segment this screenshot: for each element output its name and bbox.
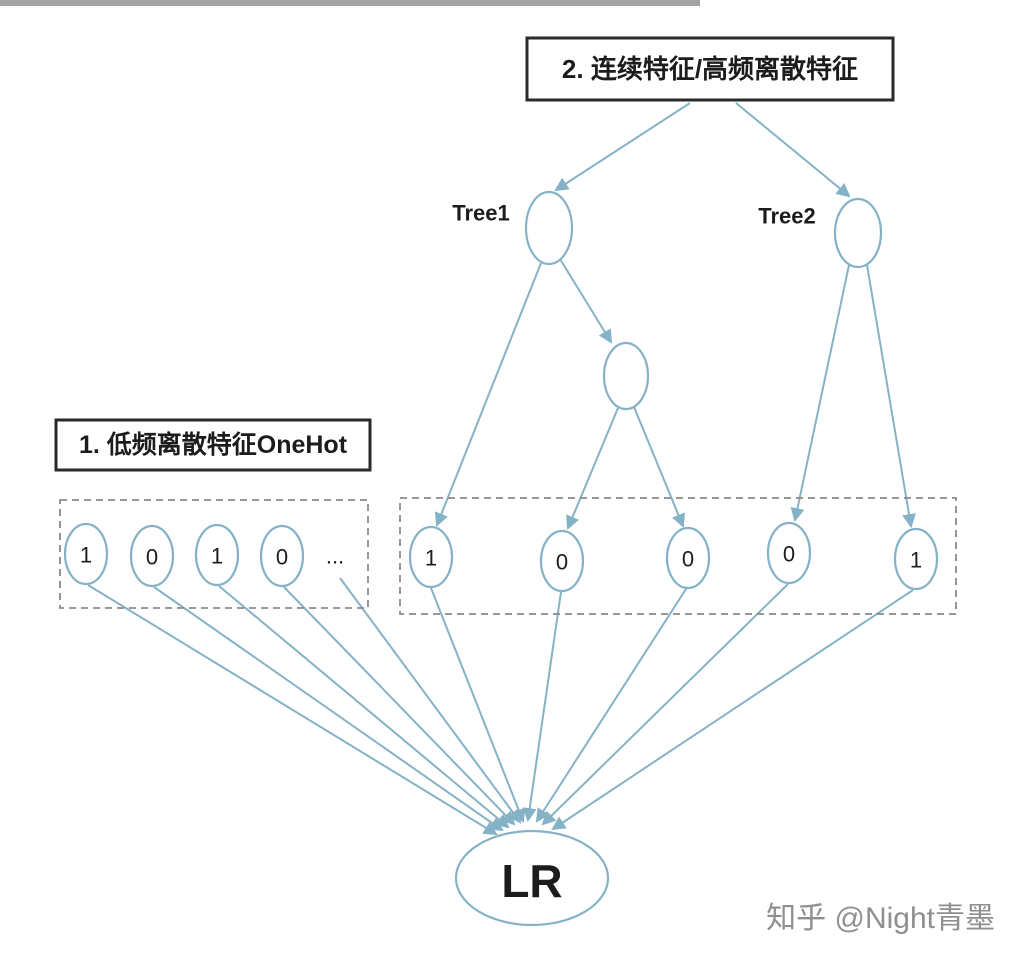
onehot-4-value: 0 [276,545,288,570]
tree-leaf-4-circle [766,521,812,585]
onehot-box: 1 0 1 0 ... [59,499,369,609]
feature-box-2-frame [525,36,895,102]
tree1-internal-node [602,341,650,411]
onehot-frame [59,499,369,609]
watermark: 知乎 @Night青墨 [766,902,995,935]
edge-box2-to-tree2 [735,102,851,198]
onehot-4-circle [259,524,305,588]
feature-box-2: 2. 连续特征/高频离散特征 [525,36,895,102]
tree-leaf-node: 0 [665,526,711,590]
lr-circle [454,829,610,927]
onehot-node: 0 [259,524,305,588]
lr-label: LR [501,855,562,907]
tree1-root-node [524,190,574,266]
tree1-label: Tree1 [452,201,510,226]
edge-onehot4-to-lr [283,586,516,826]
tree-leaf-3-circle [665,526,711,590]
lr-node: LR [454,829,610,927]
tree2-root-node [833,197,883,269]
edge-tree1-internal-to-leaf3 [633,406,685,528]
tree-leaf-5-circle [893,527,939,591]
edge-onehot-ellipsis-to-lr [339,577,522,824]
onehot-ellipsis: ... [326,544,344,569]
onehot-1-value: 1 [80,543,92,568]
tree-leaf-1-circle [408,525,454,589]
photo-edge-artifact [0,0,700,6]
edge-box2-to-tree1 [554,102,691,192]
onehot-node: 1 [63,522,109,586]
edge-tree1-root-to-internal [559,258,613,344]
tree-leaf-4-value: 0 [783,542,795,567]
edge-leaf1-to-lr [430,587,526,823]
tree-leaf-3-value: 0 [682,547,694,572]
edge-leaf2-to-lr [522,591,562,823]
edge-tree1-root-to-leaf1 [434,262,542,527]
tree-leaf-node: 1 [408,525,454,589]
onehot-3-circle [194,523,240,587]
onehot-1-circle [63,522,109,586]
edge-tree2-root-to-leaf4 [790,264,850,523]
onehot-node: 1 [194,523,240,587]
onehot-2-value: 0 [146,545,158,570]
edge-leaf4-to-lr [541,583,789,826]
tree-leaves-frame [399,497,957,615]
tree1: Tree1 [452,190,650,411]
edge-onehot1-to-lr [87,584,498,836]
edge-leaf3-to-lr [535,588,687,823]
tree2: Tree2 [758,197,883,269]
tree-leaf-2-value: 0 [556,550,568,575]
tree2-label: Tree2 [758,204,816,229]
edge-leaf5-to-lr [551,589,914,831]
feature-box-1-frame [54,418,372,472]
tree-leaf-1-value: 1 [425,546,437,571]
feature-box-2-title: 2. 连续特征/高频离散特征 [562,54,858,84]
tree-leaf-node: 0 [766,521,812,585]
edge-onehot2-to-lr [153,586,504,832]
feature-box-1: 1. 低频离散特征OneHot [54,418,372,472]
tree-leaf-5-value: 1 [910,548,922,573]
feature-box-1-title: 1. 低频离散特征OneHot [79,430,348,459]
tree-leaf-2-circle [539,529,585,593]
edges [87,102,916,836]
onehot-node: 0 [129,524,175,588]
edge-tree2-root-to-leaf5 [866,264,916,529]
edge-tree1-internal-to-leaf2 [566,407,619,530]
tree-leaves-box: 1 0 0 0 1 [399,497,957,615]
onehot-3-value: 1 [211,544,223,569]
onehot-2-circle [129,524,175,588]
tree-leaf-node: 0 [539,529,585,593]
edge-onehot3-to-lr [218,585,510,829]
tree-leaf-node: 1 [893,527,939,591]
